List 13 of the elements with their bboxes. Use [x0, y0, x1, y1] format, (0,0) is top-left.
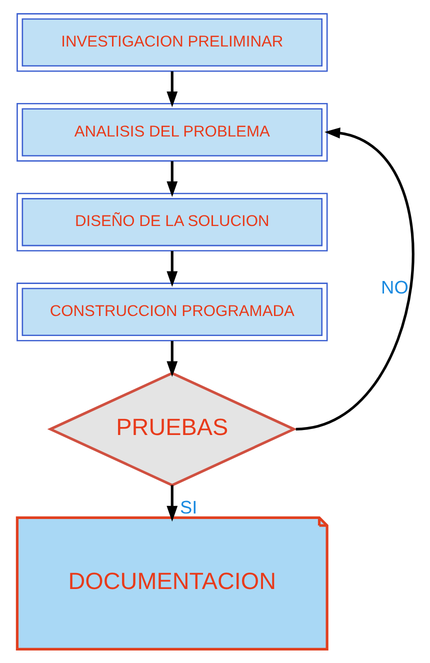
node-box: INVESTIGACION PRELIMINAR	[16, 13, 328, 72]
edge-label: NO	[380, 278, 408, 298]
node-box: DISEÑO DE LA SOLUCION	[16, 192, 328, 252]
arrow	[295, 128, 414, 430]
arrow	[166, 485, 178, 522]
arrow	[166, 341, 178, 377]
arrow	[166, 251, 178, 287]
edge-label: SI	[179, 497, 197, 518]
arrow	[166, 161, 178, 198]
node-diamond: PRUEBAS	[46, 372, 296, 487]
node-box: ANALISIS DEL PROBLEMA	[16, 103, 328, 162]
arrow	[166, 71, 178, 108]
node-box: CONSTRUCCION PROGRAMADA	[16, 282, 328, 342]
